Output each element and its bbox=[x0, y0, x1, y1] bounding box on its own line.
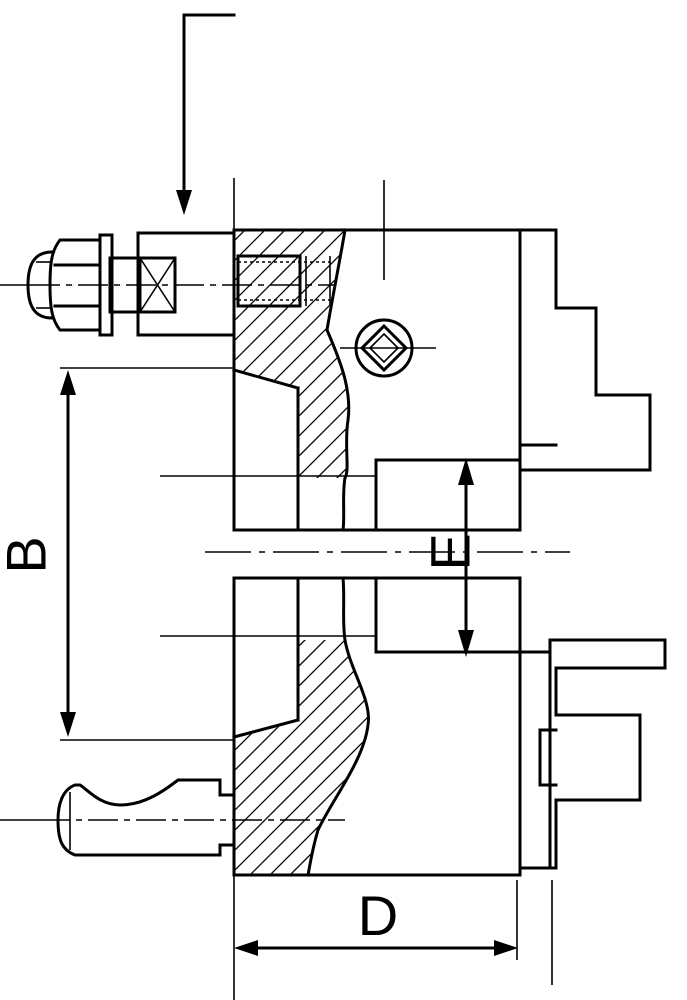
hatch-line bbox=[269, 230, 349, 478]
hatch-line bbox=[234, 640, 369, 875]
hatch-line bbox=[350, 225, 610, 485]
hatch-line bbox=[234, 230, 349, 478]
hatch-line bbox=[234, 230, 349, 478]
hatch-line bbox=[234, 640, 311, 875]
upper-jaw bbox=[0, 225, 652, 532]
lower-jaw bbox=[0, 576, 667, 880]
dimension-d-label: D bbox=[358, 884, 398, 947]
bolt-centerlines bbox=[0, 284, 345, 821]
dimension-e: E bbox=[160, 458, 520, 657]
extension-lines bbox=[233, 178, 553, 1000]
upper-clamp-bolt bbox=[26, 231, 236, 337]
hatch-line bbox=[234, 230, 349, 478]
hatch-line bbox=[234, 230, 349, 478]
hatch-line bbox=[324, 640, 369, 875]
hatch-line bbox=[234, 640, 369, 875]
hatch-line bbox=[234, 230, 349, 478]
hatch-line bbox=[364, 640, 369, 875]
hatch-line bbox=[234, 640, 351, 875]
hatch-line bbox=[234, 230, 331, 478]
dimension-b: B bbox=[0, 367, 234, 741]
hatch-line bbox=[234, 640, 369, 875]
hatch-line bbox=[234, 230, 291, 478]
hatch-line bbox=[234, 640, 331, 875]
hatch-line bbox=[234, 230, 251, 478]
hatch-line bbox=[289, 230, 349, 478]
hatch-line bbox=[0, 635, 230, 880]
hatch-line bbox=[234, 230, 311, 478]
lower-locating-pin bbox=[56, 778, 236, 857]
hatch-line bbox=[234, 640, 291, 875]
hatch-line bbox=[304, 640, 369, 875]
hatch-line bbox=[264, 640, 369, 875]
hex-socket-screw-icon bbox=[340, 180, 436, 378]
hatch-line bbox=[234, 640, 369, 875]
hatch-line bbox=[284, 640, 369, 875]
hatch-line bbox=[234, 230, 349, 478]
dimension-d: D bbox=[234, 884, 518, 956]
hatch-line bbox=[234, 640, 369, 875]
hatch-line bbox=[234, 640, 251, 875]
hatch-line bbox=[244, 640, 369, 875]
hatch-line bbox=[344, 640, 369, 875]
hatch-line bbox=[249, 230, 349, 478]
hatch-line bbox=[234, 640, 369, 875]
hatch-line bbox=[0, 225, 230, 485]
dimension-b-label: B bbox=[0, 536, 58, 573]
dimension-e-label: E bbox=[419, 533, 482, 570]
hatch-line bbox=[234, 230, 349, 478]
load-arrow bbox=[176, 13, 236, 215]
